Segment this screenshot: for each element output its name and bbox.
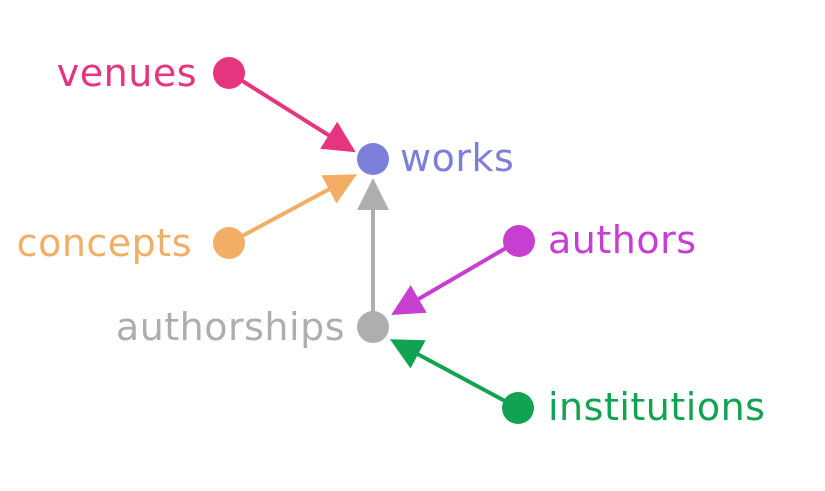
node-concepts — [213, 227, 245, 259]
label-concepts: concepts — [17, 221, 192, 265]
label-authors: authors — [548, 218, 697, 262]
node-institutions — [502, 392, 534, 424]
edge-authors-to-authorships — [391, 246, 508, 316]
edge-venues-to-works — [242, 80, 356, 153]
label-venues: venues — [57, 51, 197, 95]
node-authorships — [357, 311, 389, 343]
edge-institutions-to-authorships — [389, 339, 507, 403]
node-authors — [503, 225, 535, 257]
label-works: works — [400, 136, 514, 180]
edge-concepts-to-works — [242, 174, 358, 237]
label-institutions: institutions — [548, 385, 765, 429]
node-works — [357, 143, 389, 175]
node-venues — [213, 57, 245, 89]
label-authorships: authorships — [116, 305, 345, 349]
